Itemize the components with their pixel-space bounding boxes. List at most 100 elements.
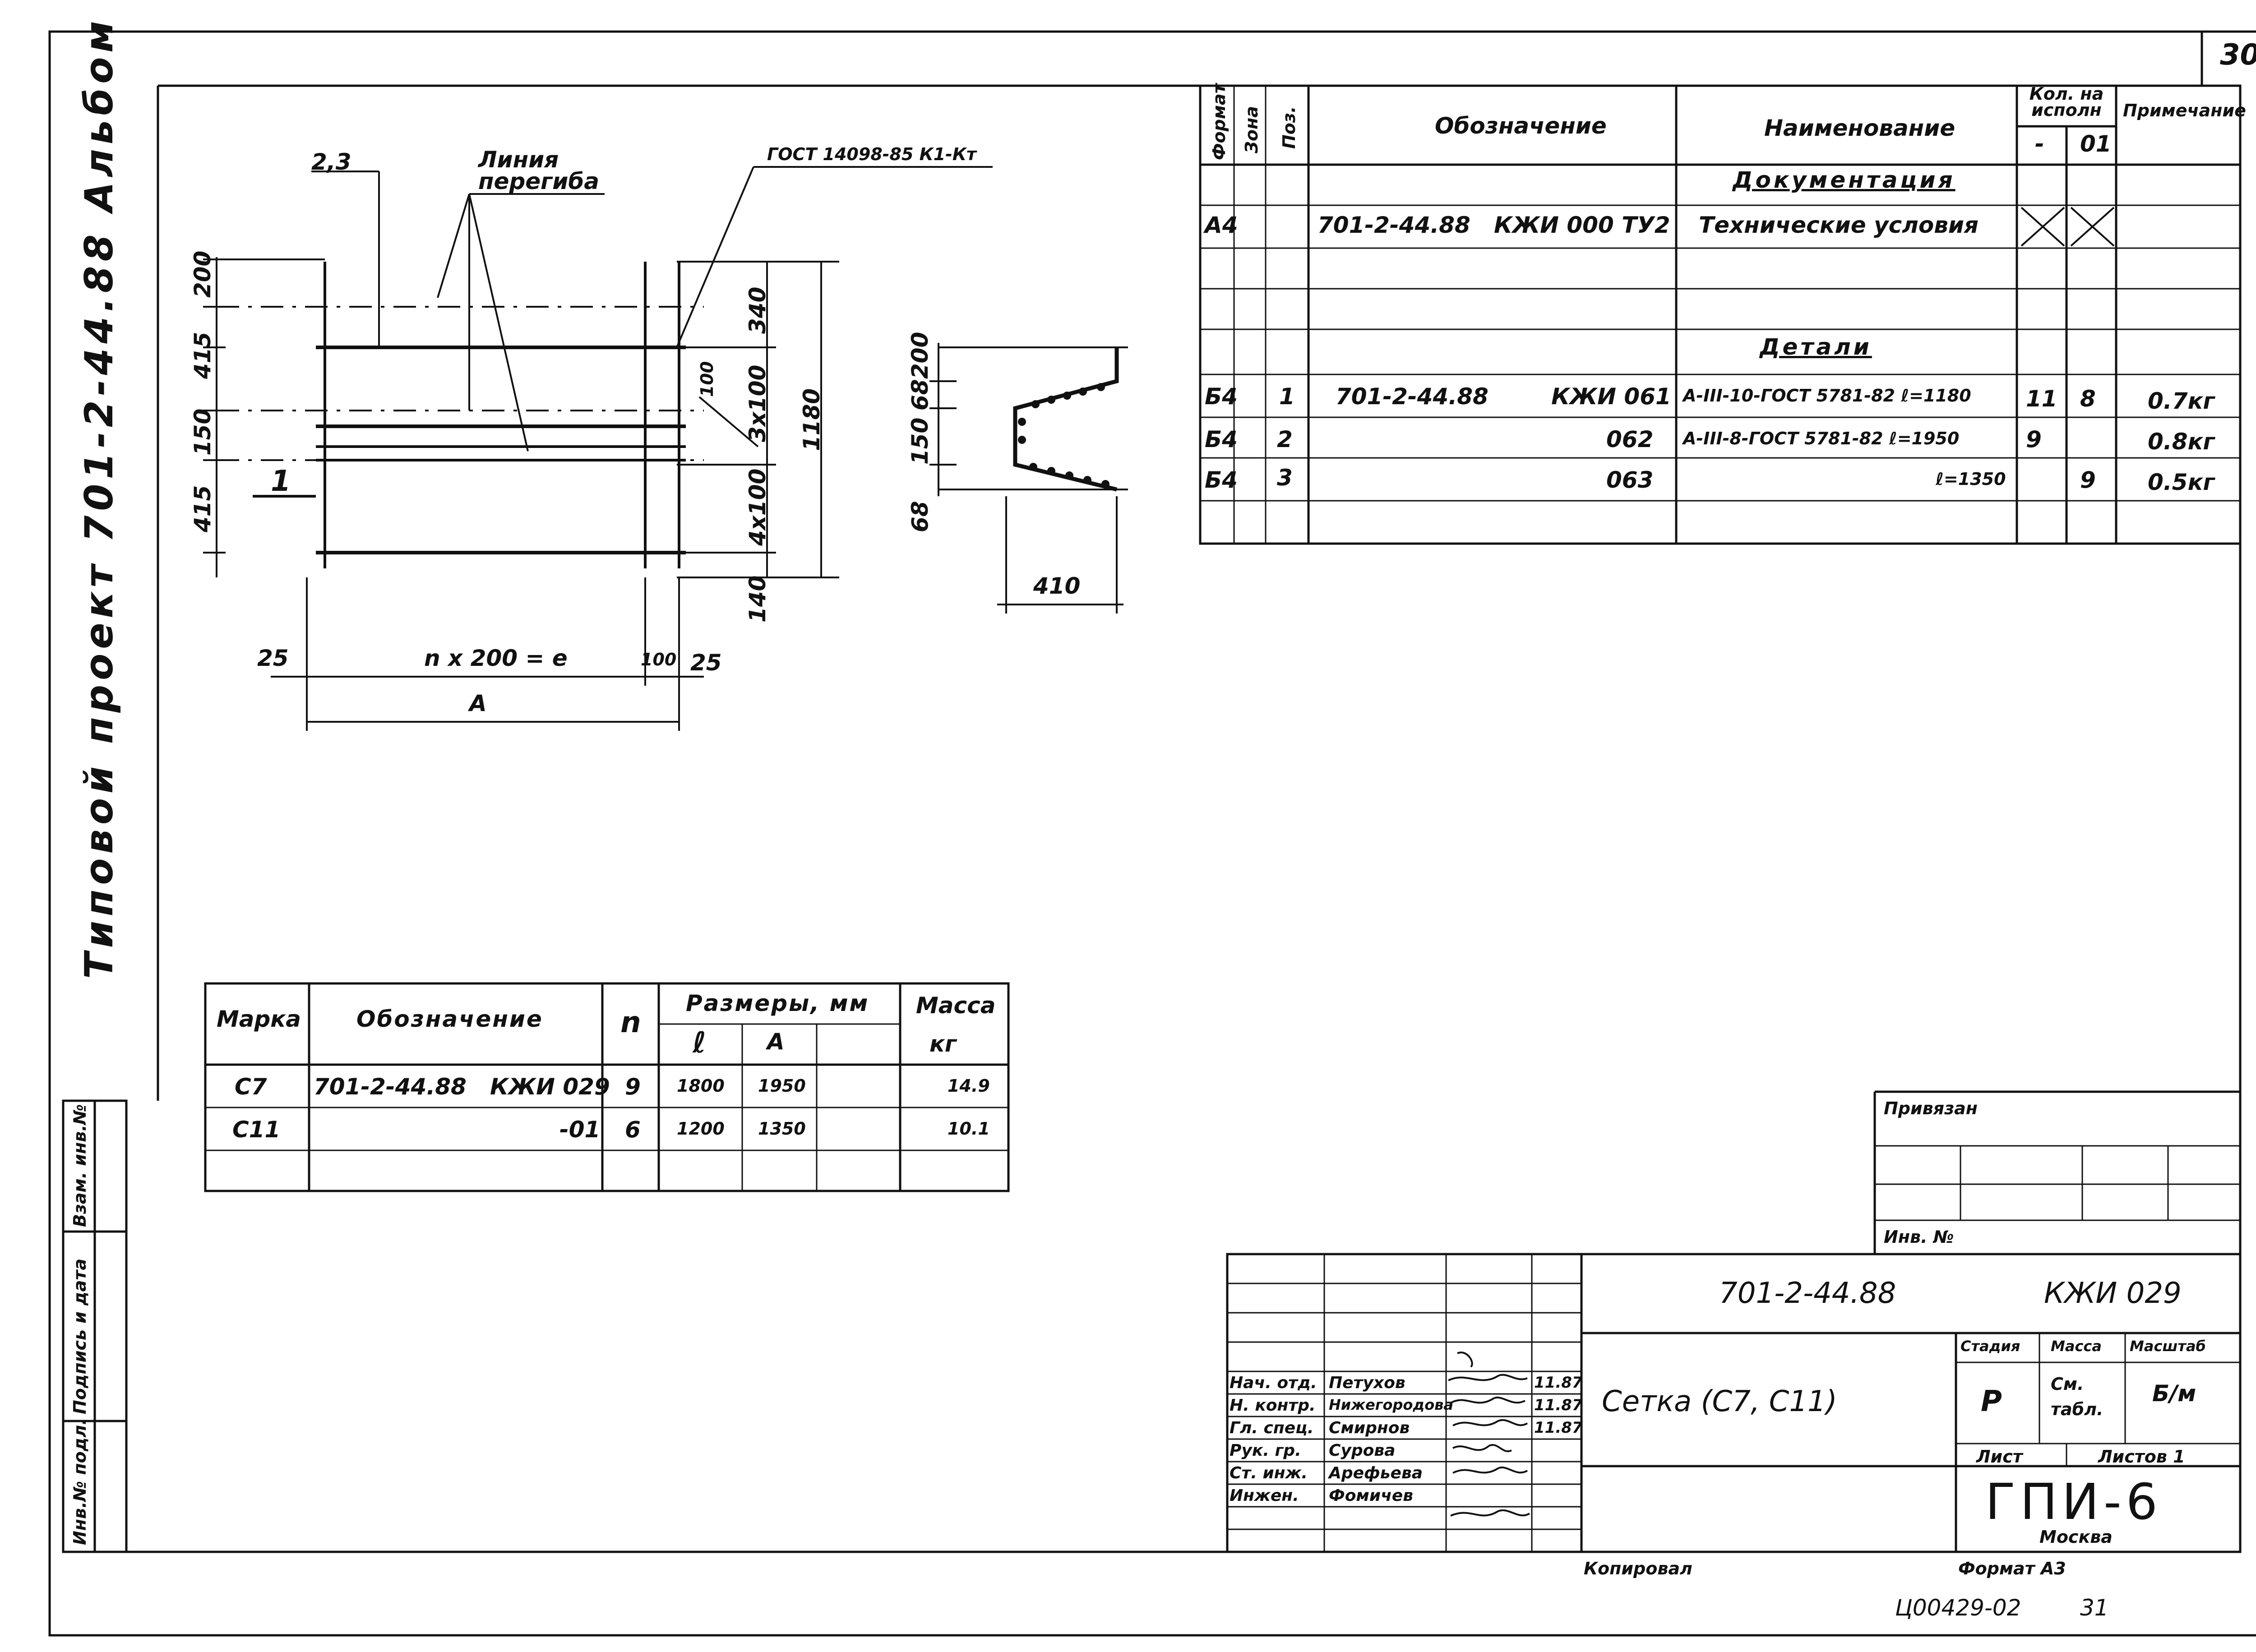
spec-row-2-designation: 701-2-44.88 КЖИ 000 ТУ2 — [1318, 212, 1670, 238]
spec-header-qty: Кол. на исполн — [2029, 84, 2104, 120]
spec-row-5-q1: 11 — [2026, 386, 2057, 412]
side-stamp-signature: Подпись и дата — [70, 1258, 90, 1414]
binding-inv-no: Инв. № — [1884, 1227, 1954, 1247]
mark-row-2-designation: -01 — [559, 1117, 601, 1143]
footer-page: 31 — [2080, 1595, 2109, 1621]
section-dim-150: 150 — [907, 417, 933, 465]
person-6-role: Инжен. — [1230, 1486, 1299, 1505]
section-dim-68-bottom: 68 — [907, 501, 933, 532]
spec-header-note: Примечание — [2123, 101, 2246, 120]
dim-4x100: 4x100 — [744, 468, 771, 546]
footer-format: Формат А3 — [1958, 1559, 2066, 1578]
mark-row-1-e: 1800 — [677, 1076, 725, 1096]
spec-row-6-format: Б4 — [1205, 426, 1238, 452]
person-2-date: 11.87 — [1534, 1396, 1583, 1414]
person-4-name: Сурова — [1329, 1441, 1396, 1460]
spec-row-6-note: 0.8кг — [2148, 429, 2215, 455]
mark-header-designation: Обозначение — [356, 1006, 543, 1032]
side-stamp-replace: Взам. инв.№ — [70, 1104, 90, 1227]
spec-row-6-pos: 2 — [1277, 426, 1293, 452]
spec-header-qty-01: 01 — [2080, 131, 2112, 157]
title-org: ГПИ-6 — [1985, 1473, 2162, 1531]
mark-row-2-mass: 10.1 — [948, 1119, 990, 1139]
title-sheet-label: Лист — [1976, 1447, 2023, 1467]
dim-150: 150 — [190, 408, 216, 456]
page-number: 30 — [2220, 38, 2256, 72]
side-title: Типовой проект 701-2-44.88 Альбом I — [77, 0, 122, 979]
dim-100-bottom: 100 — [641, 650, 677, 669]
mark-row-2-a: 1350 — [758, 1119, 806, 1139]
mark-row-2-n: 6 — [625, 1117, 641, 1143]
spec-header-qty-dash: - — [2035, 131, 2044, 157]
spec-row-5-note: 0.7кг — [2148, 388, 2215, 414]
title-stage-label: Стадия — [1960, 1338, 2020, 1355]
spec-row-5-name: А-III-10-ГОСТ 5781-82 ℓ=1180 — [1683, 386, 1971, 406]
dim-200: 200 — [190, 250, 216, 298]
dim-25-right: 25 — [690, 650, 722, 676]
spec-row-7-format: Б4 — [1205, 467, 1238, 493]
spec-header-zone: Зона — [1242, 106, 1262, 153]
gost-reference: ГОСТ 14098-85 К1-Кт — [767, 144, 976, 164]
spec-row-7-q2: 9 — [2080, 467, 2096, 493]
spec-row-7-name: ℓ=1350 — [1936, 469, 2006, 489]
footer-code: Ц00429-02 — [1895, 1595, 2021, 1621]
person-1-name: Петухов — [1329, 1374, 1405, 1392]
title-scale: Б/м — [2152, 1380, 2196, 1407]
title-scale-label: Масштаб — [2130, 1338, 2206, 1355]
dim-415-bottom: 415 — [190, 485, 216, 532]
person-1-date: 11.87 — [1534, 1374, 1583, 1392]
section-dim-68-top: 68 — [907, 379, 933, 411]
person-5-name: Арефьева — [1329, 1464, 1423, 1482]
side-stamp-inv: Инв.№ подл. — [70, 1418, 90, 1545]
binding-title: Привязан — [1884, 1098, 1978, 1118]
person-4-role: Рук. гр. — [1230, 1441, 1301, 1460]
spec-row-7-pos: 3 — [1277, 465, 1293, 491]
mark-header-kg: кг — [929, 1031, 957, 1057]
dim-340: 340 — [744, 286, 771, 334]
spec-row-5-pos: 1 — [1279, 383, 1295, 410]
spec-row-5-q2: 8 — [2080, 386, 2096, 412]
spec-row-2-format: А4 — [1205, 212, 1238, 238]
person-3-name: Смирнов — [1329, 1419, 1410, 1437]
spec-row-4-name: Детали — [1760, 334, 1872, 360]
title-city: Москва — [2039, 1527, 2113, 1547]
dim-3x100: 3x100 — [744, 365, 771, 442]
mark-row-1-mass: 14.9 — [948, 1076, 990, 1096]
person-6-name: Фомичев — [1329, 1486, 1413, 1505]
person-3-date: 11.87 — [1534, 1419, 1583, 1437]
bend-line-label: Линия перегиба — [478, 147, 599, 194]
spec-row-5-format: Б4 — [1205, 383, 1238, 410]
mark-row-1-n: 9 — [625, 1074, 641, 1100]
dim-100-right: 100 — [697, 361, 717, 397]
dim-415-top: 415 — [190, 332, 216, 379]
dim-2-3: 2,3 — [311, 149, 351, 175]
section-dim-200: 200 — [907, 332, 933, 379]
title-mass: См. табл. — [2051, 1374, 2103, 1419]
dim-a: A — [469, 690, 487, 716]
spec-header-format: Формат — [1209, 83, 1229, 160]
mark-row-1-a: 1950 — [758, 1076, 806, 1096]
mark-header-mark: Марка — [217, 1006, 301, 1032]
spec-header-designation: Обозначение — [1435, 113, 1607, 139]
title-product: Сетка (С7, С11) — [1602, 1385, 1837, 1418]
spec-row-6-name: А-III-8-ГОСТ 5781-82 ℓ=1950 — [1683, 429, 1960, 448]
title-stage: Р — [1981, 1385, 2002, 1418]
spec-row-1-name: Документация — [1733, 167, 1956, 193]
mark-row-2-mark: С11 — [232, 1117, 281, 1143]
spec-row-6-designation: 062 — [1606, 426, 1654, 452]
dim-140: 140 — [744, 575, 771, 623]
signatures — [1448, 1352, 1530, 1516]
title-mass-label: Масса — [2051, 1338, 2102, 1355]
spec-row-7-designation: 063 — [1606, 467, 1654, 493]
mark-header-e: ℓ — [693, 1026, 707, 1060]
spec-header-pos: Поз. — [1279, 106, 1299, 149]
mark-header-mass: Масса — [916, 992, 996, 1019]
mark-header-dims: Размеры, мм — [686, 990, 869, 1016]
dim-1180: 1180 — [799, 388, 825, 451]
spec-row-2-name: Технические условия — [1699, 212, 1979, 238]
mark-header-n: n — [620, 1006, 641, 1039]
title-doc: КЖИ 029 — [2044, 1277, 2182, 1310]
person-2-role: Н. контр. — [1230, 1396, 1316, 1415]
person-5-role: Ст. инж. — [1230, 1464, 1308, 1482]
